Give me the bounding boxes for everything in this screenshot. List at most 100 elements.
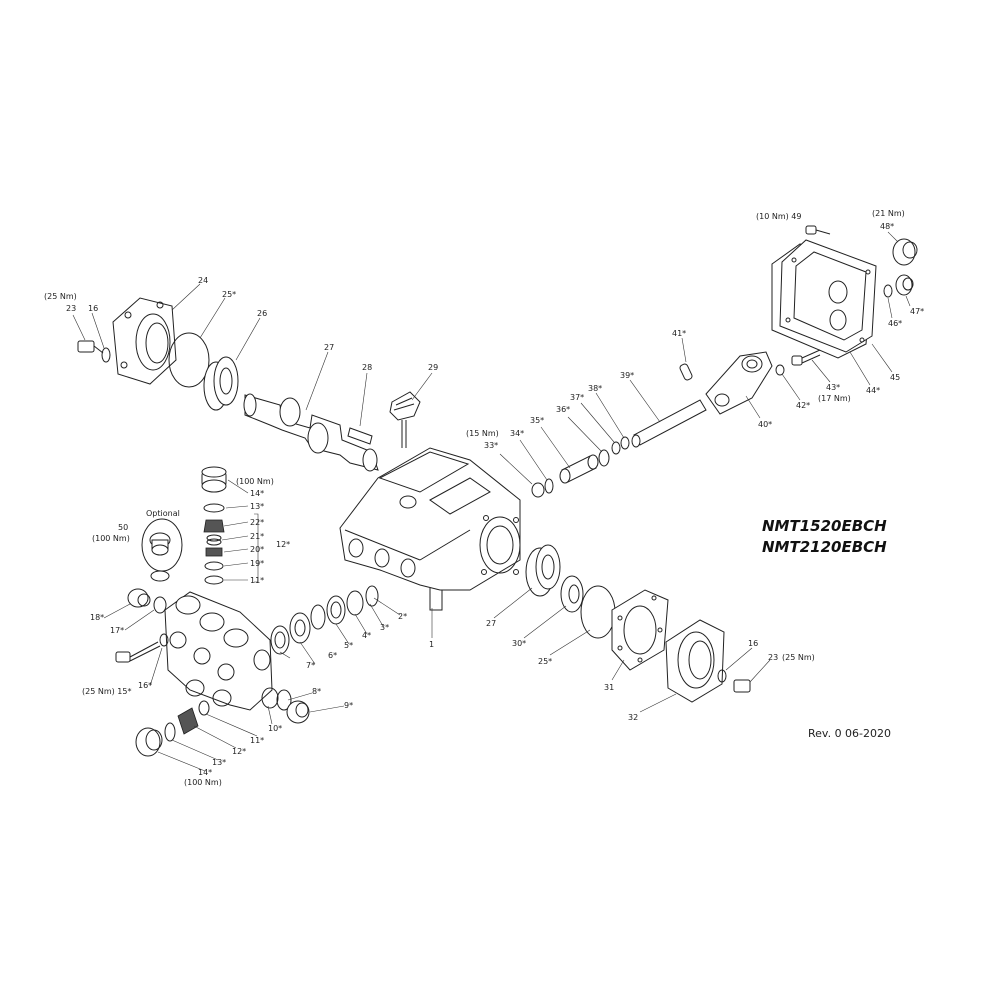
label-8: 8* xyxy=(312,687,321,696)
revision-note: Rev. 0 06-2020 xyxy=(808,727,891,740)
label-torque-23-right: (25 Nm) xyxy=(782,653,815,662)
label-47: 47* xyxy=(910,307,924,316)
label-torque-43: (17 Nm) xyxy=(818,394,851,403)
plunger-35 xyxy=(559,454,599,484)
label-torque-33: (15 Nm) xyxy=(466,429,499,438)
label-torque-23-left: (25 Nm) xyxy=(44,292,77,301)
label-6: 6* xyxy=(328,651,337,660)
label-torque-48: (21 Nm) xyxy=(872,209,905,218)
label-10: 10* xyxy=(268,724,282,733)
bearing-cover-24 xyxy=(112,297,177,385)
label-29: 29 xyxy=(428,363,438,372)
label-22: 22* xyxy=(250,518,264,527)
label-41: 41* xyxy=(672,329,686,338)
label-torque-50: (100 Nm) xyxy=(92,534,130,543)
plug-14-bottom xyxy=(135,727,163,757)
label-torque-14-top: (100 Nm) xyxy=(236,477,274,486)
valve-22 xyxy=(203,519,225,533)
label-24: 24 xyxy=(198,276,208,285)
label-torque-14-bottom: (100 Nm) xyxy=(184,778,222,787)
model-title-1: NMT1520EBCH xyxy=(762,517,887,535)
label-20: 20* xyxy=(250,545,264,554)
label-23-right: 23 xyxy=(768,653,778,662)
label-31: 31 xyxy=(604,683,614,692)
label-34: 34* xyxy=(510,429,524,438)
label-50: 50 xyxy=(118,523,128,532)
cover-gasket-44 xyxy=(771,243,873,359)
oring-8 xyxy=(276,689,292,711)
label-16-left: 16 xyxy=(88,304,98,313)
label-28: 28 xyxy=(362,363,372,372)
label-25-left: 25* xyxy=(222,290,236,299)
oring-11-bottom xyxy=(198,700,210,716)
oring-optional xyxy=(150,570,170,582)
plug-18 xyxy=(127,588,151,608)
label-11-top: 11* xyxy=(250,576,264,585)
oring-13-bottom xyxy=(164,722,176,742)
bracket-12-top xyxy=(254,513,259,583)
label-38: 38* xyxy=(588,384,602,393)
label-12-bottom: 12* xyxy=(232,747,246,756)
label-13-bottom: 13* xyxy=(212,758,226,767)
plug-48 xyxy=(892,238,918,266)
label-33: 33* xyxy=(484,441,498,450)
label-30: 30* xyxy=(512,639,526,648)
valve-12-bottom xyxy=(177,707,199,735)
nut-33 xyxy=(531,482,545,498)
key-28 xyxy=(347,427,373,445)
label-17: 17* xyxy=(110,626,124,635)
label-15: (25 Nm) 15* xyxy=(82,687,131,696)
label-40: 40* xyxy=(758,420,772,429)
oil-dipstick-29 xyxy=(389,391,421,448)
oring-13-top xyxy=(203,503,225,513)
label-16-head: 16* xyxy=(138,681,152,690)
label-16-right: 16 xyxy=(748,639,758,648)
bolt-23-right xyxy=(733,679,751,693)
label-32: 32 xyxy=(628,713,638,722)
washer-16-left xyxy=(101,347,111,363)
label-7: 7* xyxy=(306,661,315,670)
bolt-49 xyxy=(805,225,831,235)
optional-group-50 xyxy=(141,518,183,572)
leader-lines xyxy=(72,231,911,772)
oring-42 xyxy=(775,364,785,376)
oring-11-top xyxy=(204,575,224,585)
plug-9 xyxy=(286,700,310,724)
bearing-cover-32 xyxy=(665,619,725,703)
washer-36 xyxy=(598,449,610,467)
model-title-2: NMT2120EBCH xyxy=(762,538,887,556)
plug-47 xyxy=(895,274,914,296)
label-48: 48* xyxy=(880,222,894,231)
seal-stack xyxy=(270,585,379,655)
seal-30 xyxy=(560,575,584,613)
label-44: 44* xyxy=(866,386,880,395)
label-1: 1 xyxy=(429,640,434,649)
label-13-top: 13* xyxy=(250,502,264,511)
washer-16-right xyxy=(717,669,727,683)
washer-16-head xyxy=(159,633,169,647)
label-25-right: 25* xyxy=(538,657,552,666)
label-42: 42* xyxy=(796,401,810,410)
label-23-left: 23 xyxy=(66,304,76,313)
crankshaft-27 xyxy=(243,393,379,472)
label-11-bottom: 11* xyxy=(250,736,264,745)
oring-46 xyxy=(883,284,893,298)
label-49: (10 Nm) 49 xyxy=(756,212,801,221)
label-5: 5* xyxy=(344,641,353,650)
label-46: 46* xyxy=(888,319,902,328)
valve-plug-14-top xyxy=(201,466,227,493)
label-12-top: 12* xyxy=(276,540,290,549)
label-2: 2* xyxy=(398,612,407,621)
oring-25-left xyxy=(168,332,210,388)
oring-17 xyxy=(153,596,167,614)
label-26: 26 xyxy=(257,309,267,318)
label-3: 3* xyxy=(380,623,389,632)
bolt-23-left xyxy=(77,340,104,354)
label-9: 9* xyxy=(344,701,353,710)
part-number-labels: (25 Nm) 23 16 24 25* 26 27 28 29 (100 Nm… xyxy=(44,209,924,787)
bolt-15 xyxy=(115,641,161,663)
seat-19 xyxy=(204,561,224,571)
crankcase-1 xyxy=(339,447,521,611)
oring-38 xyxy=(620,436,630,450)
